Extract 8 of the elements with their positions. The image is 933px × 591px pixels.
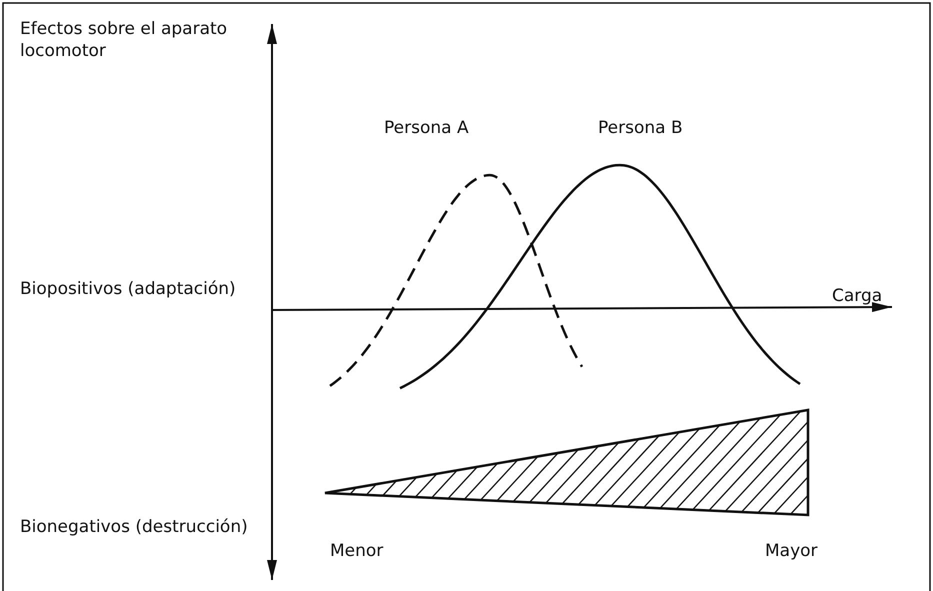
scale-label: Menor	[330, 540, 384, 562]
axis-label: Carga	[832, 285, 882, 307]
region-label: Bionegativos (destrucción)	[20, 516, 249, 538]
region-label: Biopositivos (adaptación)	[20, 278, 237, 300]
curve-label: Persona B	[598, 117, 683, 139]
axis-title: Efectos sobre el aparato locomotor	[20, 18, 228, 62]
curve-label: Persona A	[384, 117, 469, 139]
scale-label: Mayor	[765, 540, 818, 562]
